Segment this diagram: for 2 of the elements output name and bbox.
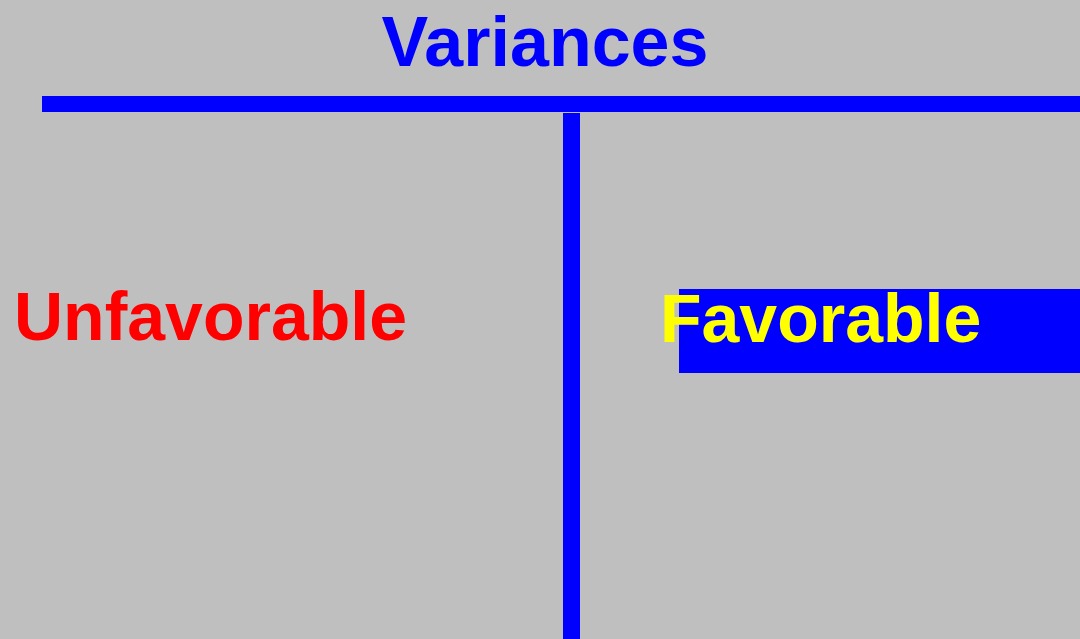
column-heading: Unfavorable bbox=[14, 284, 407, 348]
title: Variances bbox=[380, 2, 710, 82]
